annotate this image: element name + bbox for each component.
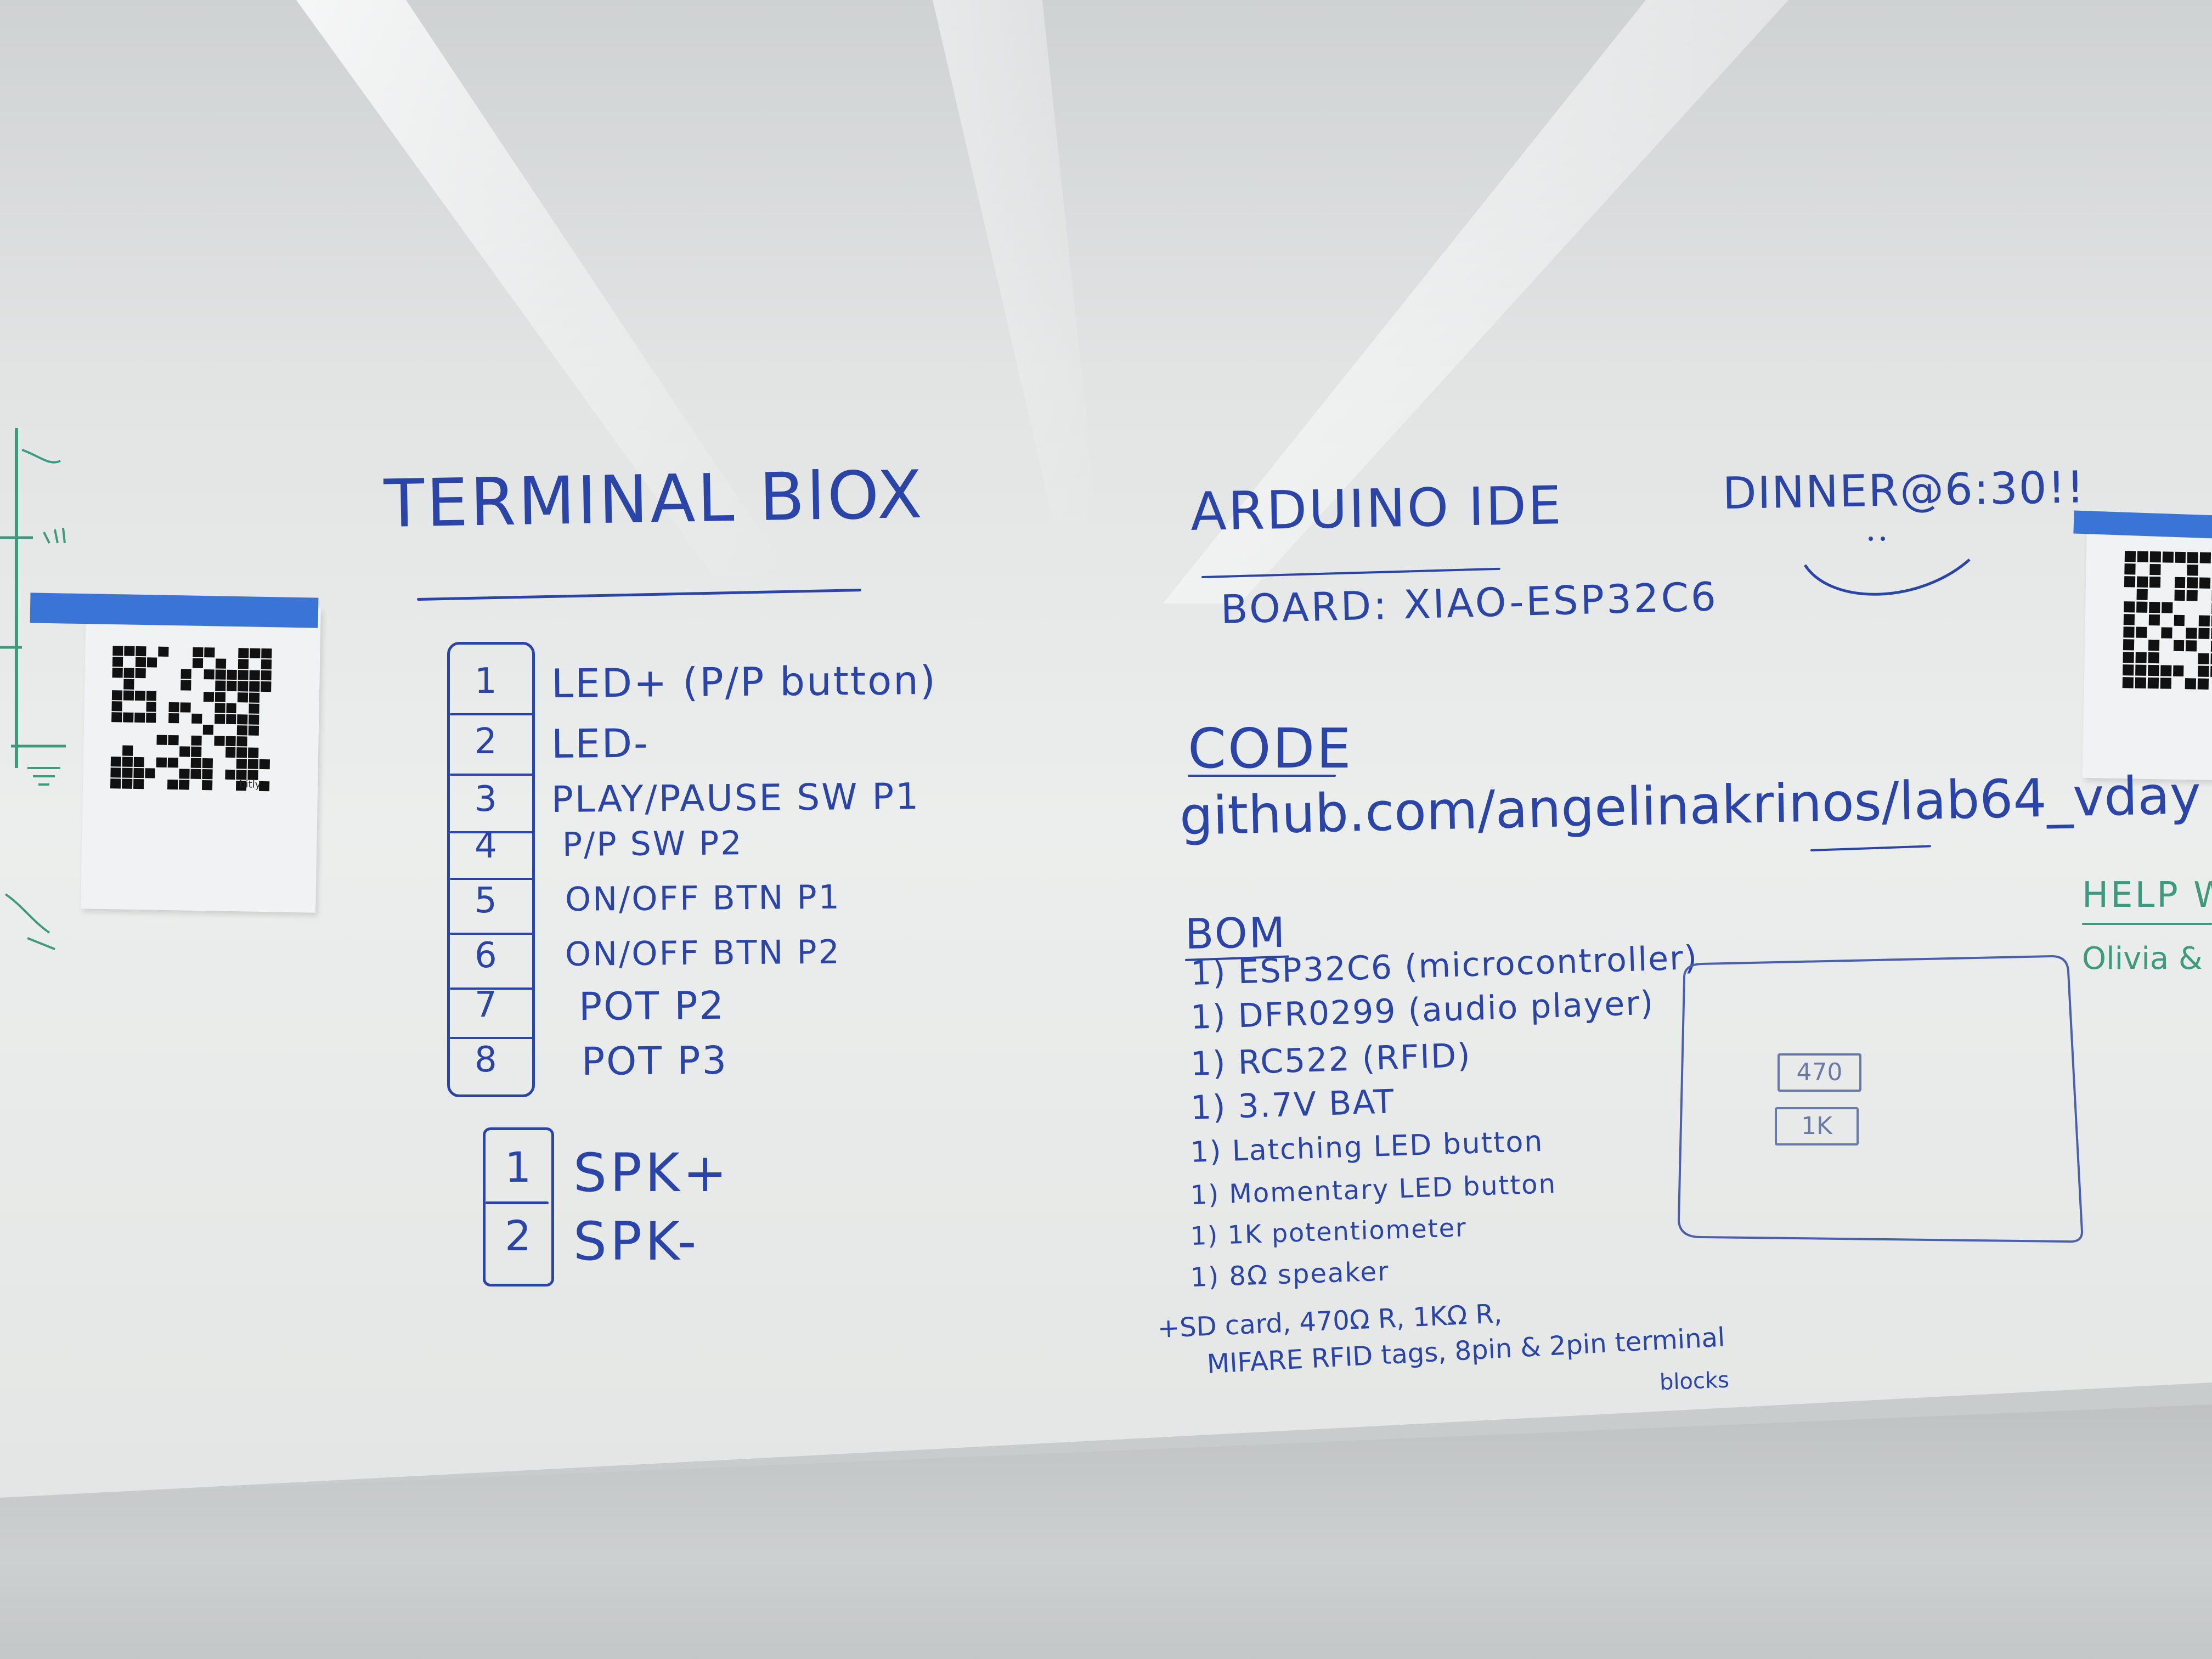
code-underline [1188,775,1336,777]
names-note: Olivia & C [2082,941,2212,977]
terminal-pin-divider [450,774,535,776]
terminal-pin-label: ON/OFF BTN P2 [565,933,842,974]
terminal-pin-divider [450,878,535,880]
terminal-block-title: TERMINAL BlOX [383,456,925,543]
blue-tape-left [30,592,319,628]
terminal-pin-number: 3 [475,779,497,820]
terminal-pin-number: 5 [475,881,497,921]
arduino-title: ARDUINO IDE [1190,475,1564,543]
terminal-pin-divider [450,988,535,990]
terminal-block-2pin-divider [486,1201,549,1204]
help-underline [2082,923,2212,925]
terminal-pin-label: ON/OFF BTN P1 [565,878,842,919]
terminal-pin-label: POT P2 [578,983,726,1029]
bom-item: 1) 8Ω speaker [1190,1256,1390,1293]
speaker-pin-number: 2 [505,1211,532,1260]
code-title: CODE [1188,716,1353,781]
terminal-pin-divider [450,933,535,935]
resistor-1k: 1K [1775,1107,1859,1146]
terminal-pin-label: LED- [551,720,650,767]
terminal-pin-label: LED+ (P/P button) [551,657,938,707]
bom-extra-3: blocks [1659,1367,1730,1395]
terminal-pin-divider [450,831,535,833]
qr-code-right [2122,551,2212,690]
qr-caption: bitly [239,778,261,791]
speaker-pin-label: SPK- [573,1211,700,1272]
terminal-pin-number: 6 [475,935,497,976]
qr-code-left [110,646,272,792]
arduino-board: BOARD: XIAO-ESP32C6 [1220,573,1719,633]
terminal-pin-number: 7 [475,985,497,1025]
speaker-pin-label: SPK+ [573,1142,731,1204]
bom-title: BOM [1184,907,1287,958]
qr-code-paper-right [2082,514,2212,781]
bom-item: 1) 3.7V BAT [1189,1082,1396,1127]
whiteboard [0,0,2212,1498]
terminal-pin-number: 4 [475,826,497,866]
terminal-pin-divider [450,1037,535,1039]
terminal-pin-divider [450,713,535,715]
speaker-pin-number: 1 [505,1143,532,1192]
terminal-pin-label: PLAY/PAUSE SW P1 [551,775,921,821]
bom-item: 1) RC522 (RFID) [1189,1036,1472,1084]
resistor-470: 470 [1778,1053,1861,1092]
terminal-block-8pin-outline [447,642,535,1097]
dinner-note: DINNER@6:30!! [1722,461,2086,519]
terminal-pin-number: 2 [475,721,497,762]
help-note: HELP W [2082,875,2212,916]
terminal-block-2pin-outline [483,1127,554,1286]
qr-code-paper-left: bitly [81,604,321,913]
terminal-pin-label: POT P3 [581,1037,729,1084]
terminal-pin-number: 8 [475,1040,497,1080]
terminal-pin-label: P/P SW P2 [562,824,743,864]
terminal-pin-number: 1 [475,661,497,702]
